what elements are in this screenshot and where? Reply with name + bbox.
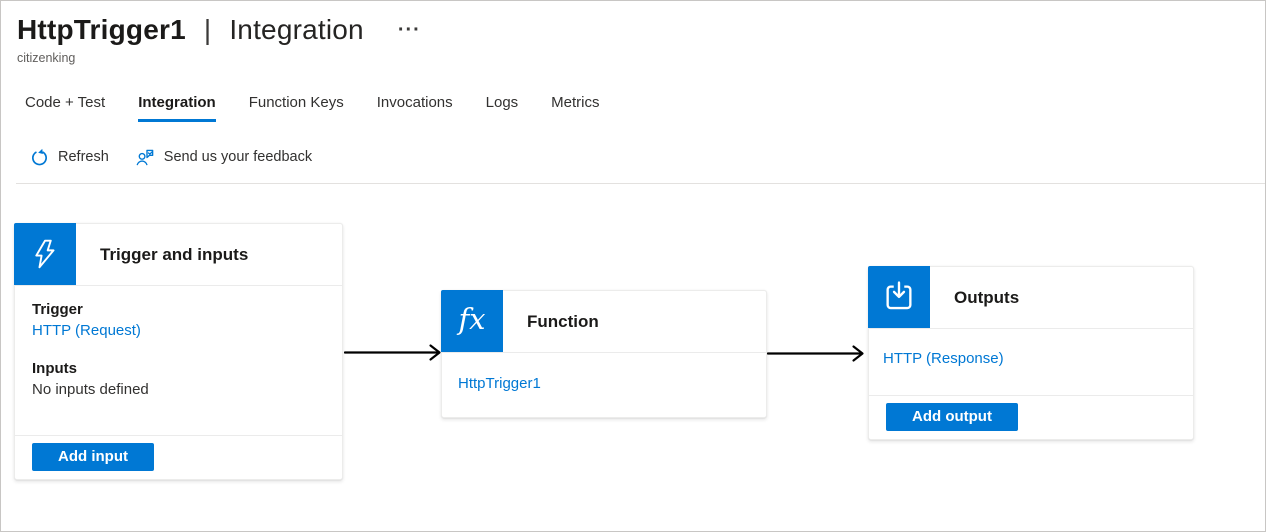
feedback-button[interactable]: Send us your feedback bbox=[135, 147, 312, 167]
function-card-title: Function bbox=[527, 311, 599, 331]
add-output-button[interactable]: Add output bbox=[886, 403, 1018, 431]
app-name-subtitle: citizenking bbox=[17, 51, 76, 65]
page-section-name: Integration bbox=[229, 14, 364, 45]
trigger-card-body: Trigger HTTP (Request) Inputs No inputs … bbox=[15, 286, 342, 435]
toolbar-divider bbox=[16, 183, 1265, 184]
feedback-icon bbox=[135, 147, 155, 167]
function-card-body: HttpTrigger1 bbox=[442, 353, 766, 417]
tab-bar: Code + Test Integration Function Keys In… bbox=[1, 94, 1265, 122]
function-name: HttpTrigger1 bbox=[17, 14, 186, 45]
page-header: HttpTrigger1 | Integration ··· citizenki… bbox=[1, 1, 1265, 65]
fx-glyph: fx bbox=[458, 301, 486, 336]
arrow-trigger-to-function bbox=[344, 344, 441, 361]
tab-invocations[interactable]: Invocations bbox=[376, 94, 453, 111]
trigger-section-label: Trigger bbox=[32, 301, 83, 318]
tab-metrics[interactable]: Metrics bbox=[551, 94, 600, 111]
refresh-icon bbox=[29, 147, 49, 167]
outputs-card-header: Outputs bbox=[868, 266, 1193, 329]
feedback-label: Send us your feedback bbox=[163, 149, 313, 165]
tab-integration[interactable]: Integration bbox=[138, 94, 216, 122]
trigger-and-inputs-card: Trigger and inputs Trigger HTTP (Request… bbox=[14, 223, 343, 480]
refresh-button[interactable]: Refresh bbox=[29, 147, 109, 167]
page-title: HttpTrigger1 | Integration bbox=[17, 12, 364, 48]
command-bar: Refresh Send us your feedback bbox=[29, 138, 1265, 176]
arrow-function-to-outputs bbox=[767, 345, 864, 362]
add-input-button[interactable]: Add input bbox=[32, 443, 154, 471]
trigger-link[interactable]: HTTP (Request) bbox=[32, 322, 141, 339]
function-card-header: fx Function bbox=[441, 290, 766, 353]
outputs-card-body: HTTP (Response) bbox=[869, 329, 1193, 395]
tab-function-keys[interactable]: Function Keys bbox=[248, 94, 344, 111]
output-download-icon bbox=[868, 266, 930, 328]
outputs-card-footer: Add output bbox=[869, 395, 1193, 439]
output-link[interactable]: HTTP (Response) bbox=[883, 350, 1004, 367]
trigger-card-footer: Add input bbox=[15, 435, 342, 479]
title-separator: | bbox=[203, 14, 212, 45]
tab-logs[interactable]: Logs bbox=[485, 94, 519, 111]
outputs-card: Outputs HTTP (Response) Add output bbox=[868, 266, 1194, 440]
outputs-card-title: Outputs bbox=[954, 287, 1020, 307]
tab-code-test[interactable]: Code + Test bbox=[25, 94, 106, 111]
inputs-empty-text: No inputs defined bbox=[32, 381, 149, 398]
inputs-section-label: Inputs bbox=[32, 360, 77, 377]
lightning-bolt-icon bbox=[14, 223, 76, 285]
trigger-card-header: Trigger and inputs bbox=[14, 223, 342, 286]
function-name-link[interactable]: HttpTrigger1 bbox=[458, 375, 541, 392]
refresh-label: Refresh bbox=[58, 149, 109, 165]
more-options-icon[interactable]: ··· bbox=[397, 19, 421, 41]
trigger-card-title: Trigger and inputs bbox=[100, 244, 249, 264]
fx-icon: fx bbox=[441, 290, 503, 352]
function-card: fx Function HttpTrigger1 bbox=[441, 290, 767, 418]
